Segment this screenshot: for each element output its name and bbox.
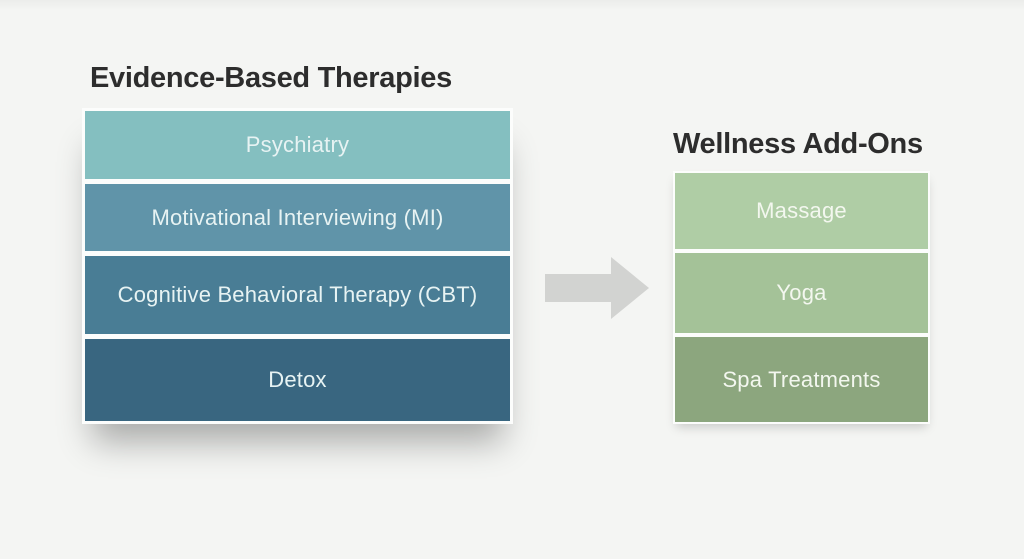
therapy-bar-psychiatry: Psychiatry [85, 111, 510, 179]
left-panel-title: Evidence-Based Therapies [90, 62, 452, 94]
right-arrow-icon [545, 257, 649, 319]
bar-label: Cognitive Behavioral Therapy (CBT) [117, 282, 478, 307]
bar-label: Psychiatry [245, 132, 350, 157]
wellness-bar-yoga: Yoga [675, 253, 928, 333]
wellness-bar-massage: Massage [675, 173, 928, 249]
bar-label: Spa Treatments [722, 366, 881, 392]
therapy-bar-motivational-interviewing: Motivational Interviewing (MI) [85, 184, 510, 251]
bar-label: Yoga [776, 280, 827, 305]
wellness-add-ons-stack: Massage Yoga Spa Treatments [673, 171, 930, 424]
bar-label: Massage [756, 198, 847, 223]
right-arrow-shape [545, 257, 649, 319]
wellness-bar-spa-treatments: Spa Treatments [675, 337, 928, 422]
bar-label: Motivational Interviewing (MI) [151, 204, 444, 230]
therapy-bar-detox: Detox [85, 339, 510, 421]
evidence-based-therapies-stack: Psychiatry Motivational Interviewing (MI… [82, 108, 513, 424]
therapy-bar-cbt: Cognitive Behavioral Therapy (CBT) [85, 256, 510, 334]
right-panel-title: Wellness Add-Ons [673, 128, 923, 160]
bar-label: Detox [268, 367, 327, 392]
